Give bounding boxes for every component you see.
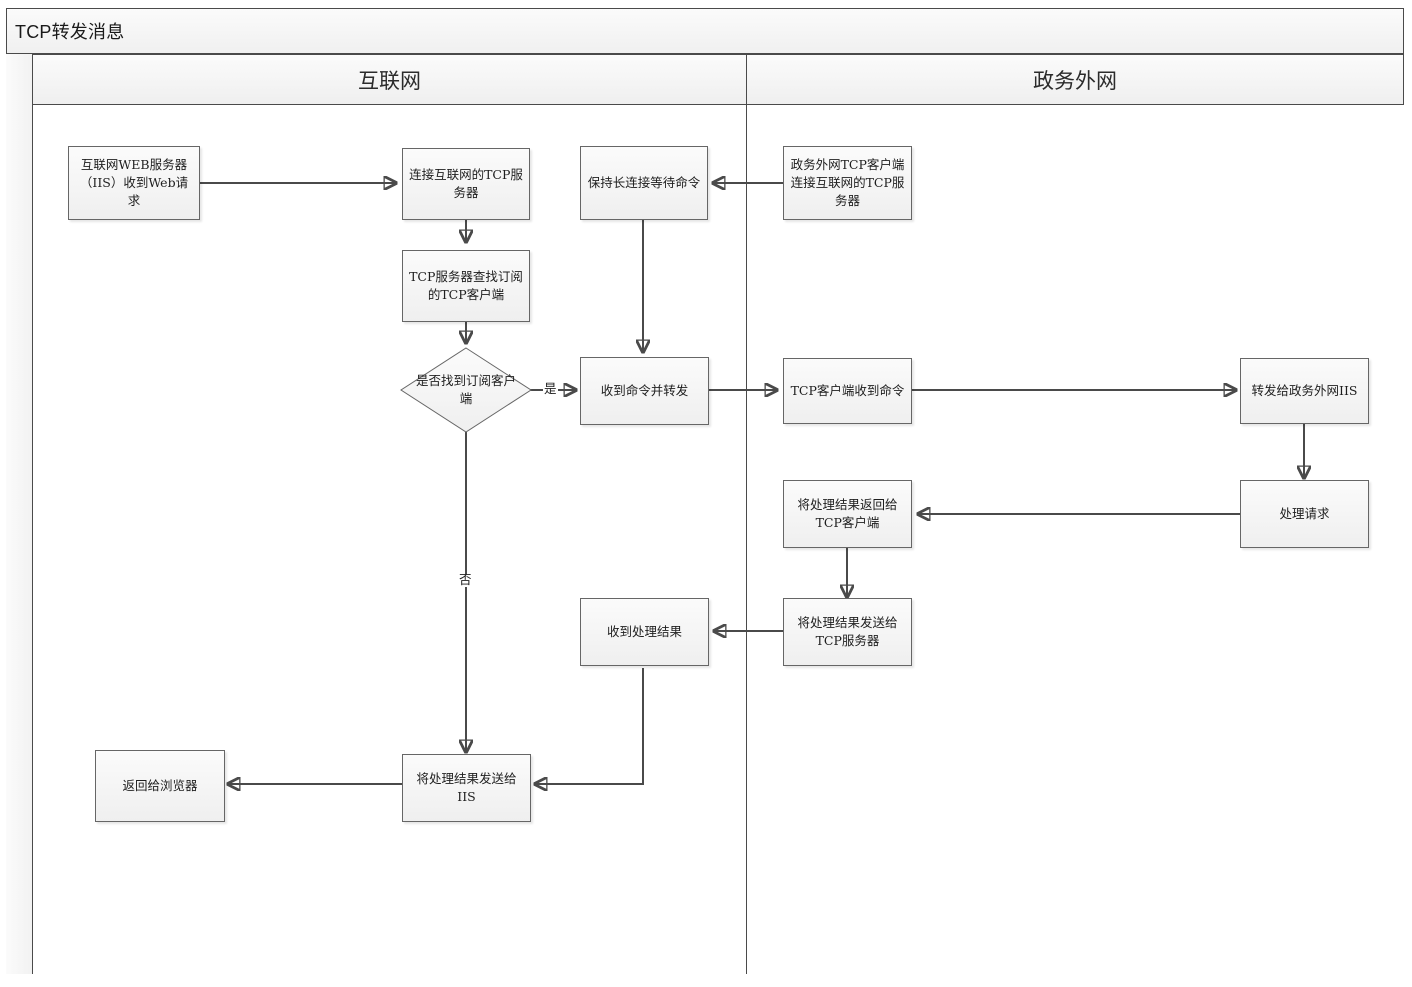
node-forward-to-extranet-iis[interactable]: 转发给政务外网IIS [1240,358,1369,424]
diamond-shape [400,347,532,433]
node-label: 互联网WEB服务器（IIS）收到Web请求 [79,156,189,209]
node-label: 收到命令并转发 [600,382,689,398]
node-label: 连接互联网的TCP服务器 [409,166,523,200]
lane-body-internet [33,105,746,974]
node-send-result-to-tcp-server[interactable]: 将处理结果发送给TCP服务器 [783,598,912,666]
node-label: 转发给政务外网IIS [1251,382,1358,398]
node-keep-long-connection-wait-command[interactable]: 保持长连接等待命令 [580,146,708,220]
node-label: 保持长连接等待命令 [587,174,701,190]
node-label: 处理请求 [1279,505,1330,521]
node-web-server-receives-request[interactable]: 互联网WEB服务器（IIS）收到Web请求 [68,146,200,220]
pool-label-strip [6,54,33,974]
diagram-title: TCP转发消息 [15,22,125,42]
node-send-result-to-iis[interactable]: 将处理结果发送给IIS [402,754,531,822]
node-return-to-browser[interactable]: 返回给浏览器 [95,750,225,822]
edge-label-no: 否 [458,572,473,587]
node-label: 将处理结果发送给TCP服务器 [797,614,898,648]
node-process-request[interactable]: 处理请求 [1240,480,1369,548]
lane-label-internet: 互联网 [358,68,421,93]
node-label: 收到处理结果 [606,623,682,639]
lane-divider [746,54,747,974]
lane-label-extranet: 政务外网 [1033,68,1117,93]
node-connect-internet-tcp-server[interactable]: 连接互联网的TCP服务器 [402,148,530,220]
node-label: 是否找到订阅客户端 [416,372,517,406]
edge-label-yes: 是 [543,381,558,396]
node-label: TCP服务器查找订阅的TCP客户端 [409,268,523,302]
node-return-result-to-tcp-client[interactable]: 将处理结果返回给TCP客户端 [783,480,912,548]
node-label: 返回给浏览器 [122,777,198,793]
node-label: 将处理结果发送给IIS [416,770,517,804]
node-label: 将处理结果返回给TCP客户端 [797,496,898,530]
node-label: TCP客户端收到命令 [790,382,905,398]
lane-header-extranet: 政务外网 [747,54,1404,105]
node-tcp-client-received-command[interactable]: TCP客户端收到命令 [783,358,912,424]
node-receive-and-forward-command[interactable]: 收到命令并转发 [580,357,709,425]
node-decision-found-subscribed-client[interactable]: 是否找到订阅客户端 [400,347,532,433]
node-label: 政务外网TCP客户端连接互联网的TCP服务器 [790,156,905,209]
node-extranet-client-connects-server[interactable]: 政务外网TCP客户端连接互联网的TCP服务器 [783,146,912,220]
node-tcp-server-find-subscribed-client[interactable]: TCP服务器查找订阅的TCP客户端 [402,250,530,322]
lane-header-internet: 互联网 [33,54,747,105]
diagram-title-bar: TCP转发消息 [6,8,1404,54]
node-received-processing-result[interactable]: 收到处理结果 [580,598,709,666]
